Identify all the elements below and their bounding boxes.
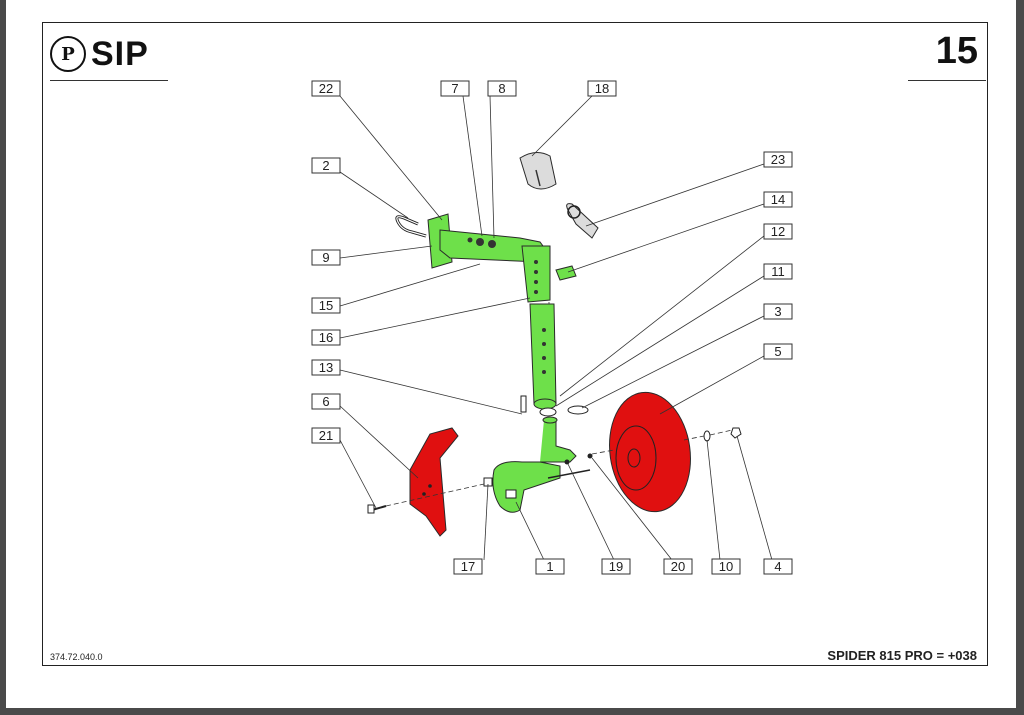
page-number: 15 [935, 30, 978, 72]
callout-20: 20 [663, 558, 693, 575]
callout-17: 17 [453, 558, 483, 575]
callout-16: 16 [311, 329, 341, 346]
spacer-20-part [587, 453, 593, 459]
svg-text:20: 20 [671, 559, 685, 574]
callout-6: 6 [311, 393, 341, 410]
callout-8: 8 [487, 80, 517, 97]
callout-5: 5 [763, 343, 793, 360]
parts-sheet [6, 0, 1016, 708]
svg-text:21: 21 [319, 428, 333, 443]
callout-12: 12 [763, 223, 793, 240]
callout-21: 21 [311, 427, 341, 444]
lynch-pin-part [566, 203, 599, 239]
callout-9: 9 [311, 249, 341, 266]
callout-13: 13 [311, 359, 341, 376]
vertical-post-part [529, 303, 557, 405]
callout-23: 23 [763, 151, 793, 168]
model-caption: SPIDER 815 PRO = +038 [827, 648, 977, 663]
svg-text:15: 15 [319, 298, 333, 313]
washer-10-part [703, 430, 711, 442]
svg-text:4: 4 [774, 559, 781, 574]
svg-text:8: 8 [498, 81, 505, 96]
svg-text:13: 13 [319, 360, 333, 375]
logo-text: SIP [91, 34, 149, 73]
drawing-frame [42, 22, 988, 666]
callout-15: 15 [311, 297, 341, 314]
nut-part [730, 427, 742, 439]
callout-18: 18 [587, 80, 617, 97]
svg-text:14: 14 [771, 192, 785, 207]
collar-part [539, 407, 557, 417]
svg-text:23: 23 [771, 152, 785, 167]
brand-logo: P SIP [50, 32, 149, 76]
callout-14: 14 [763, 191, 793, 208]
svg-text:3: 3 [774, 304, 781, 319]
svg-text:12: 12 [771, 224, 785, 239]
clip-part [555, 265, 577, 281]
logo-underline [50, 80, 168, 81]
page-number-underline [908, 80, 986, 81]
drawing-code: 374.72.040.0 [50, 652, 103, 662]
small-pin-part [520, 395, 527, 413]
svg-text:1: 1 [546, 559, 553, 574]
callout-1: 1 [535, 558, 565, 575]
wheel-fork-part [492, 419, 577, 513]
scraper-blade-part [409, 427, 459, 537]
callout-11: 11 [763, 263, 793, 280]
callout-19: 19 [601, 558, 631, 575]
svg-text:5: 5 [774, 344, 781, 359]
svg-text:6: 6 [322, 394, 329, 409]
svg-text:7: 7 [451, 81, 458, 96]
end-cap-part [519, 152, 557, 190]
svg-text:16: 16 [319, 330, 333, 345]
callout-4: 4 [763, 558, 793, 575]
svg-text:11: 11 [771, 264, 785, 279]
svg-text:19: 19 [609, 559, 623, 574]
callout-3: 3 [763, 303, 793, 320]
callout-22: 22 [311, 80, 341, 97]
callout-2: 2 [311, 157, 341, 174]
washer-3-part [567, 405, 589, 415]
svg-text:10: 10 [719, 559, 733, 574]
svg-text:2: 2 [322, 158, 329, 173]
svg-text:17: 17 [461, 559, 475, 574]
callout-7: 7 [440, 80, 470, 97]
svg-text:18: 18 [595, 81, 609, 96]
svg-text:22: 22 [319, 81, 333, 96]
bolt-7-part [476, 238, 484, 246]
logo-badge-icon: P [50, 36, 86, 72]
spacer-19-part [564, 459, 570, 465]
bolt-8-part [488, 240, 496, 248]
callout-10: 10 [711, 558, 741, 575]
wheel-part [609, 391, 691, 513]
svg-text:9: 9 [322, 250, 329, 265]
